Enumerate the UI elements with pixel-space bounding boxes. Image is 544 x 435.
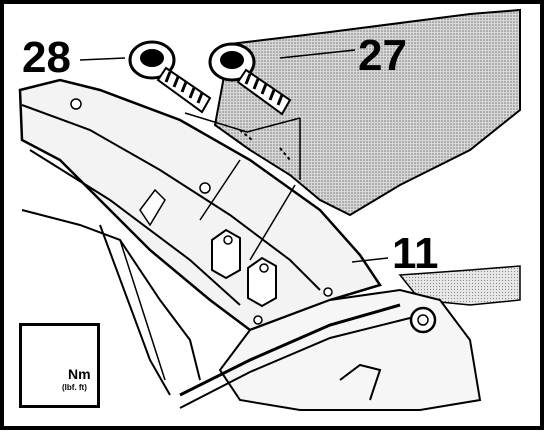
torque-unit-label: Nm xyxy=(68,366,91,382)
trim-edge-2 xyxy=(179,317,411,409)
leader-27 xyxy=(279,49,356,59)
callout-28: 28 xyxy=(22,33,71,82)
torque-unit-alt-label: (lbf. ft) xyxy=(62,383,87,392)
callout-11: 11 xyxy=(392,229,439,278)
housing-edge xyxy=(21,104,321,291)
trim-edge xyxy=(179,303,401,397)
frame-rail-2 xyxy=(99,224,171,396)
guide-line-2 xyxy=(199,159,296,261)
guide-line xyxy=(184,112,301,180)
torque-spec-box: Nm (lbf. ft) xyxy=(19,323,100,408)
mounting-clip-icon xyxy=(247,256,277,308)
screw-icon xyxy=(208,42,292,116)
leader-11 xyxy=(351,257,389,263)
housing-ledge xyxy=(29,149,241,306)
callout-27: 27 xyxy=(358,31,407,80)
frame-rail-3 xyxy=(119,239,166,381)
shaded-panel xyxy=(213,8,521,217)
leader-28 xyxy=(79,57,126,61)
frame-rail xyxy=(21,209,201,381)
screw-icon xyxy=(128,40,212,114)
latch xyxy=(339,363,382,401)
mounting-clip-icon xyxy=(211,228,241,280)
hidden-thread xyxy=(239,129,291,161)
